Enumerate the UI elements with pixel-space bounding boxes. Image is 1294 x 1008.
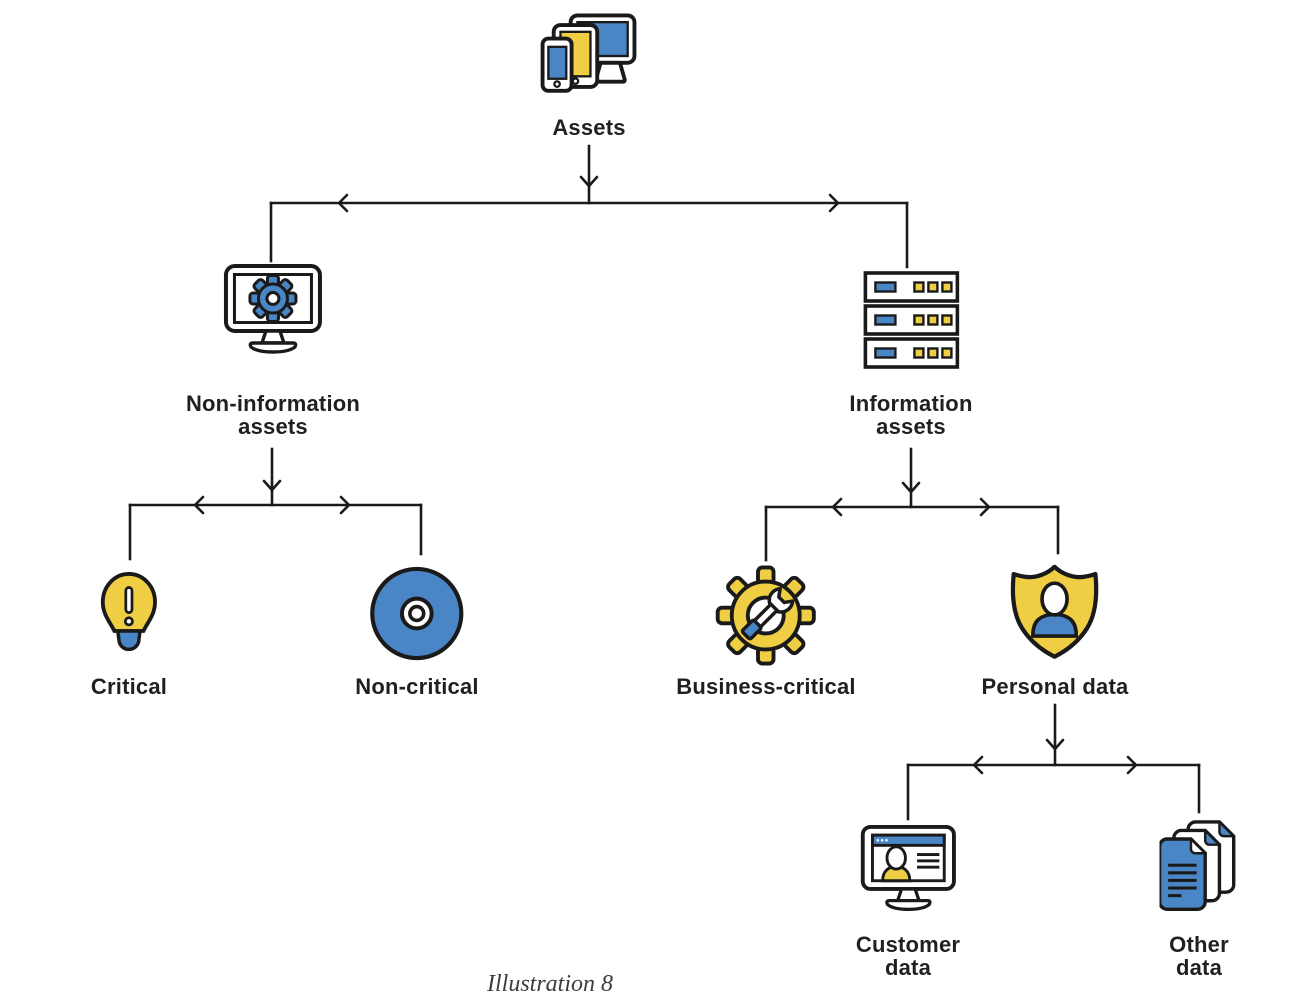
- node-other-data: Other data: [1152, 820, 1247, 979]
- lightbulb-exclamation-icon: [100, 572, 158, 652]
- node-personal-data: Personal data: [982, 562, 1129, 698]
- documents-icon: [1159, 820, 1235, 912]
- node-non-critical: Non-critical: [355, 566, 479, 699]
- node-business-critical: Business-critical: [676, 565, 856, 699]
- node-label-critical: Critical: [90, 674, 168, 699]
- node-assets: Assets: [540, 12, 638, 140]
- node-critical: Critical: [91, 571, 167, 698]
- node-label-non-information-assets: Non-information assets: [185, 391, 361, 439]
- node-non-information-assets: Non-information assets: [186, 263, 360, 438]
- node-customer-data: Customer data: [856, 824, 960, 979]
- node-label-assets: Assets: [552, 115, 626, 140]
- shield-person-icon: [1011, 564, 1099, 659]
- node-label-non-critical: Non-critical: [355, 674, 479, 699]
- gear-wrench-icon: [715, 565, 817, 666]
- server-stack-icon: [863, 271, 959, 369]
- disc-icon: [370, 566, 464, 661]
- monitor-gear-icon: [224, 264, 322, 354]
- node-label-customer-data: Customer data: [855, 932, 961, 980]
- node-label-information-assets: Information assets: [849, 391, 973, 439]
- monitor-profile-icon: [860, 824, 956, 912]
- devices-icon: [540, 13, 637, 93]
- illustration-caption: Illustration 8: [486, 971, 614, 997]
- node-label-business-critical: Business-critical: [676, 674, 856, 699]
- node-label-other-data: Other data: [1169, 932, 1229, 980]
- node-label-personal-data: Personal data: [981, 674, 1129, 699]
- node-information-assets: Information assets: [849, 271, 972, 438]
